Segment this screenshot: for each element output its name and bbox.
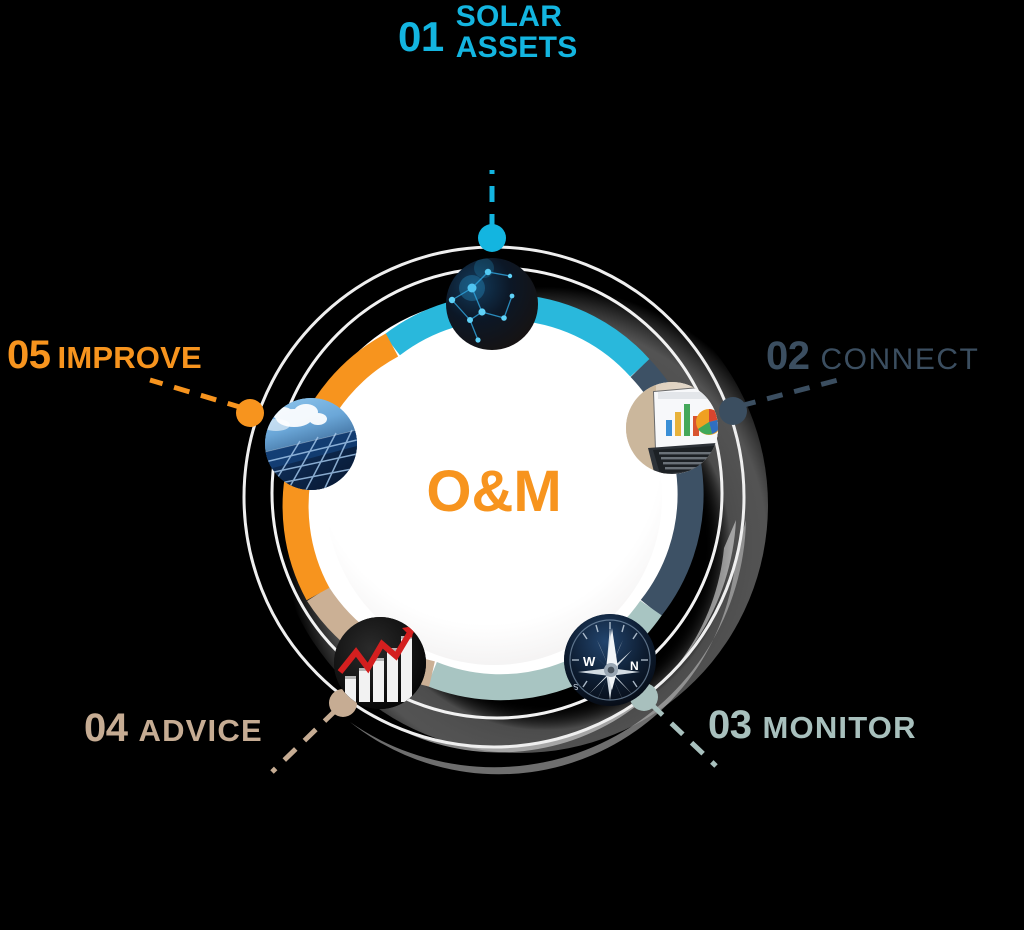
svg-text:W: W — [583, 654, 596, 669]
compass-icon: W N S — [564, 614, 656, 706]
connector-line-03 — [649, 702, 718, 768]
step-label-04-advice[interactable]: 04 ADVICE — [84, 708, 263, 748]
step-label-01-solar-assets[interactable]: 01 SOLAR ASSETS — [398, 0, 578, 64]
svg-text:S: S — [573, 683, 578, 692]
step-text-04: ADVICE — [138, 713, 263, 748]
node-02-connect[interactable] — [626, 382, 742, 480]
node-04-advice[interactable] — [334, 617, 426, 709]
step-label-03-monitor[interactable]: 03 MONITOR — [708, 705, 917, 745]
solar-panel-icon — [265, 398, 357, 490]
connector-line-04 — [270, 708, 338, 774]
svg-text:N: N — [630, 659, 639, 673]
step-number-02: 02 — [766, 334, 810, 378]
connector-line-02 — [739, 377, 839, 409]
node-03-monitor[interactable]: W N S — [564, 614, 656, 706]
step-text-03: MONITOR — [762, 710, 917, 745]
step-label-05-improve[interactable]: 05 IMPROVE — [7, 335, 202, 375]
connector-line-05 — [149, 377, 244, 411]
step-text-05: IMPROVE — [57, 340, 202, 375]
growth-bar-chart-icon — [334, 617, 426, 709]
center-label: O&M — [0, 458, 1024, 525]
connector-dot-01[interactable] — [478, 224, 506, 252]
node-05-improve[interactable] — [262, 398, 357, 490]
screen-pie-chart — [696, 409, 718, 435]
step-text-01: SOLAR ASSETS — [455, 0, 578, 64]
node-01-solar-assets[interactable] — [446, 258, 538, 350]
step-number-04: 04 — [84, 706, 128, 750]
step-number-03: 03 — [708, 703, 752, 747]
step-text-02: CONNECT — [820, 343, 980, 376]
solar-network-node-icon — [448, 258, 515, 343]
step-label-02-connect[interactable]: 02 CONNECT — [766, 336, 979, 376]
step-number-05: 05 — [7, 333, 51, 377]
donut-inner-disc — [326, 329, 662, 665]
step-number-01: 01 — [398, 13, 444, 60]
connector-dot-02[interactable] — [719, 397, 747, 425]
connector-dot-05[interactable] — [236, 399, 264, 427]
screen-bar-chart — [666, 404, 699, 436]
center-label-text: O&M — [426, 459, 562, 524]
